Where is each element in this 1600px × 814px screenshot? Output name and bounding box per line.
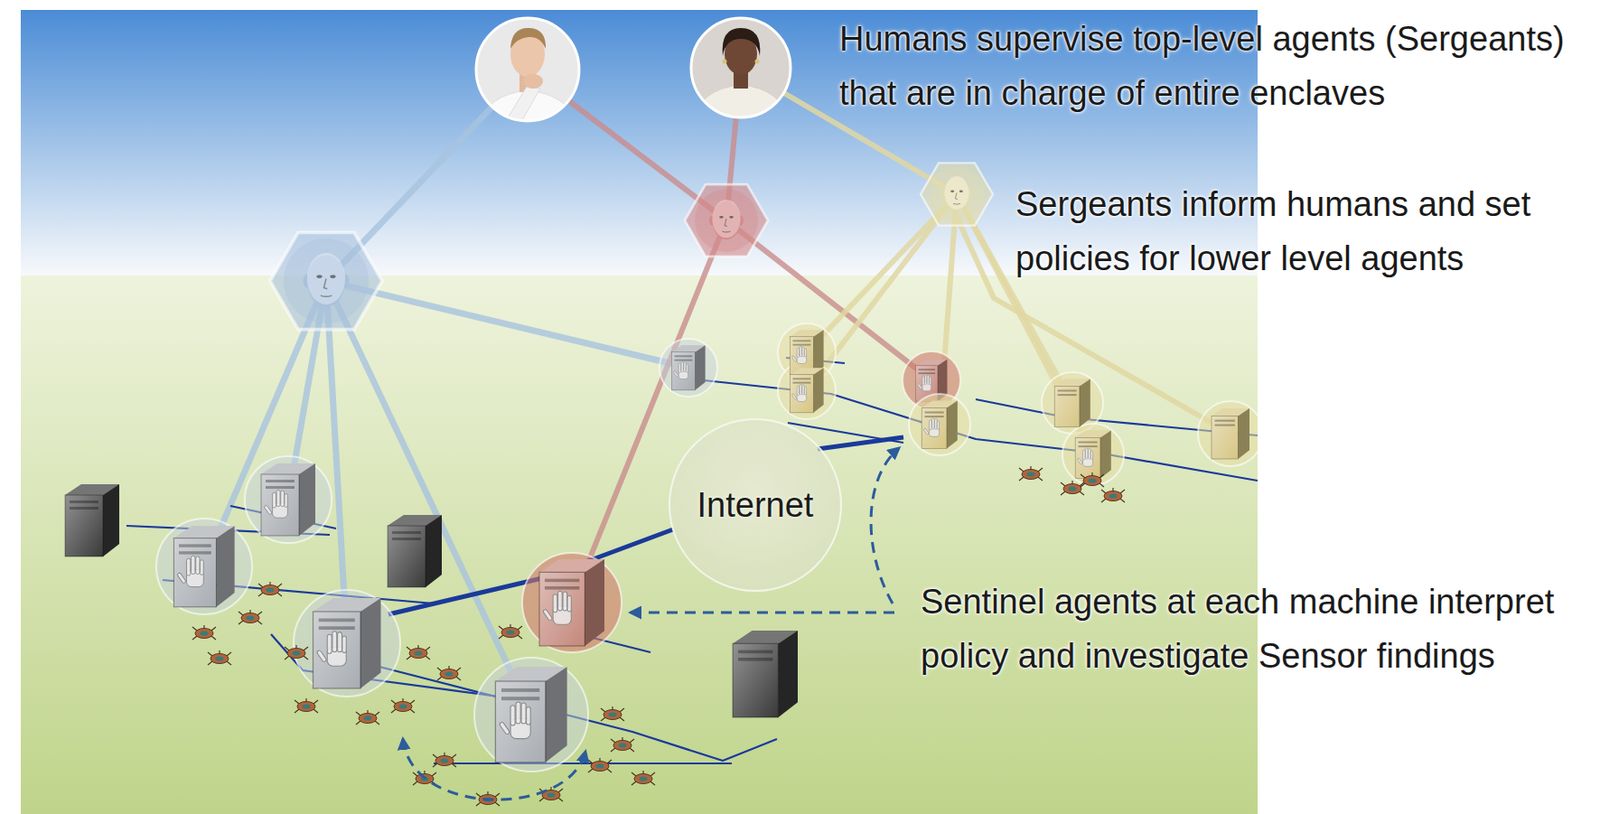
annotation-text: Sergeants inform humans and set policies… [1015, 177, 1567, 286]
red-enclave-machines [522, 351, 961, 653]
ground [20, 275, 1258, 814]
human-supervisor [686, 13, 796, 122]
sensors [192, 466, 1125, 806]
network-cloud: Internet [668, 418, 843, 592]
network-wires [126, 357, 1258, 764]
annotation-text: Sentinel agents at each machine interpre… [920, 574, 1572, 684]
scene [20, 9, 1258, 814]
blue-enclave-machines [156, 338, 718, 772]
annotation-text: Humans supervise top-level agents (Serge… [839, 11, 1590, 121]
human-supervisor [469, 13, 588, 131]
sergeant-agents [270, 162, 993, 329]
yellow-enclave-machines [777, 323, 1258, 486]
node-label: Internet [697, 484, 815, 526]
